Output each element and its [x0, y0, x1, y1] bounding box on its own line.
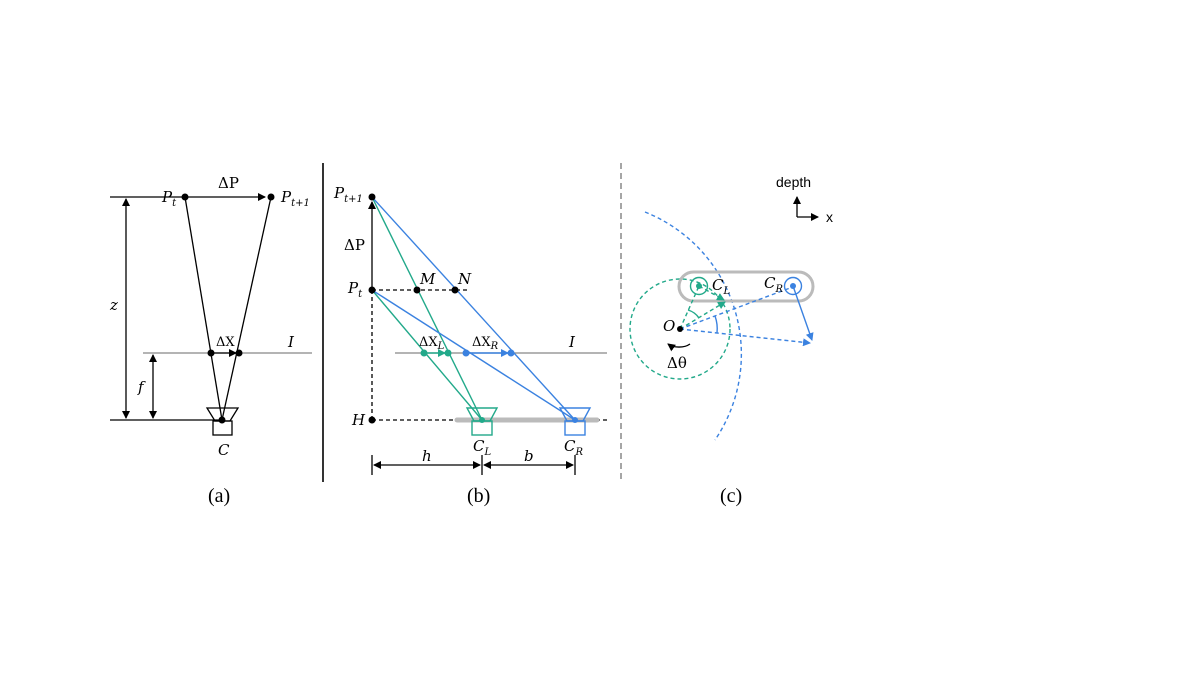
panel-b: Pt+1 ΔP Pt M N ΔXL ΔXR I H h b CL CR (b): [333, 184, 610, 507]
label-p-t1: Pt+1: [333, 184, 363, 205]
camera-rig-icon: [677, 270, 815, 303]
label-delta-p: ΔP: [218, 174, 239, 192]
label-p-t: Pt: [161, 188, 177, 209]
label-o: O: [663, 317, 675, 335]
label-camera-c: C: [218, 441, 230, 459]
label-z: z: [109, 296, 118, 314]
label-delta-x: ΔX: [216, 335, 235, 350]
label-image-plane: I: [568, 333, 576, 351]
label-f: f: [137, 378, 146, 396]
caption-c: (c): [720, 485, 742, 507]
label-image-plane: I: [287, 333, 295, 351]
label-cr: CR: [764, 274, 783, 295]
label-delta-theta: Δθ: [667, 354, 687, 372]
label-p-t1: Pt+1: [280, 188, 310, 209]
label-cl: CL: [473, 437, 491, 458]
label-h-point: H: [351, 411, 366, 429]
label-x: x: [826, 209, 833, 225]
label-cl: CL: [712, 276, 730, 297]
label-b-distance: b: [524, 447, 534, 465]
caption-b: (b): [467, 485, 490, 507]
depth-x-axis-icon: [793, 196, 819, 221]
label-delta-xl: ΔXL: [419, 335, 445, 352]
label-cr: CR: [564, 437, 583, 458]
panel-c: depth x CL CR O Δθ (c): [629, 174, 833, 507]
label-m: M: [419, 270, 436, 288]
label-p-t: Pt: [347, 279, 363, 300]
label-n: N: [457, 270, 472, 288]
label-depth: depth: [776, 174, 811, 190]
panel-a: Pt ΔP Pt+1 z f I ΔX C (a): [109, 174, 312, 507]
label-delta-p: ΔP: [344, 236, 365, 254]
caption-a: (a): [208, 485, 230, 507]
label-delta-xr: ΔXR: [472, 335, 499, 352]
label-h-distance: h: [422, 447, 432, 465]
